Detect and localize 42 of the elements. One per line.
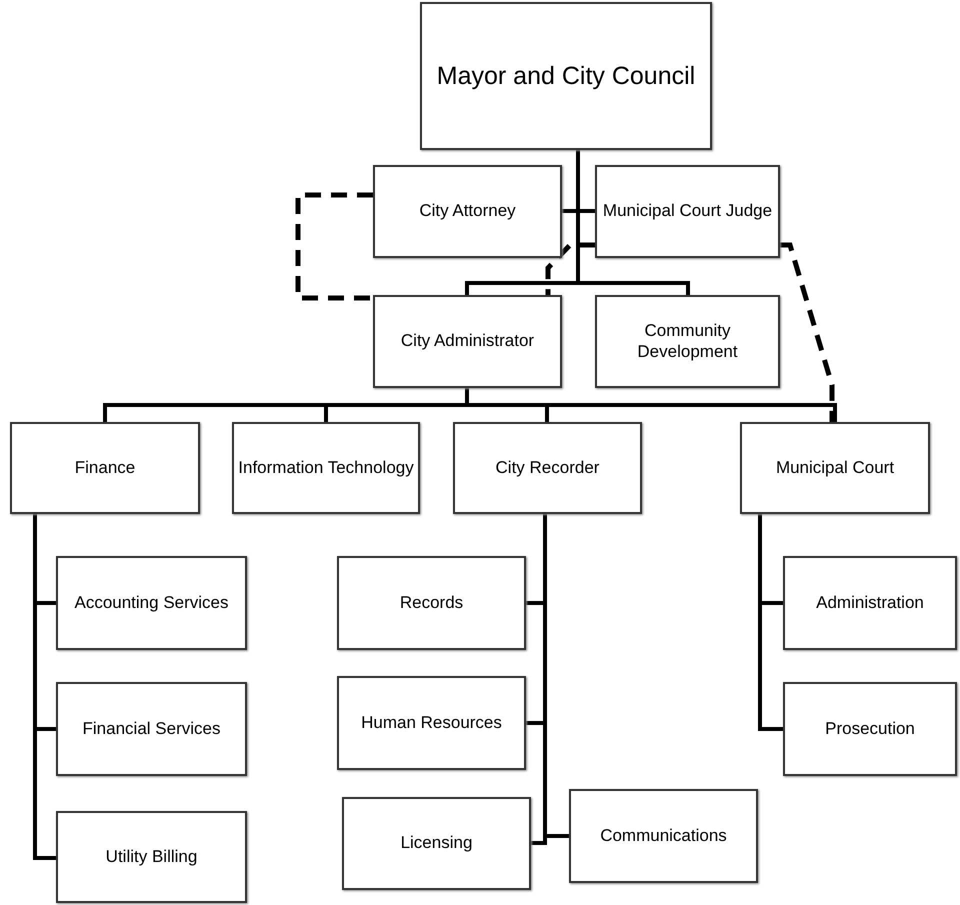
org-box — [56, 556, 247, 650]
connector-line — [33, 514, 56, 860]
org-box — [337, 556, 526, 650]
box-label: Finance — [74, 458, 136, 478]
box-label: City Administrator — [400, 331, 534, 352]
box-label: Municipal Court — [776, 458, 894, 478]
dashed-connector — [546, 242, 595, 295]
org-box — [595, 165, 780, 258]
box-label: Communications — [600, 826, 727, 846]
org-box — [453, 422, 642, 514]
dashed-connector — [296, 192, 373, 300]
org-box — [342, 797, 531, 890]
box-label: Utility Billing — [106, 846, 198, 868]
dashed-connector — [780, 242, 834, 422]
box-label: Human Resources — [361, 712, 502, 734]
connector-line — [543, 514, 569, 838]
box-label: Records — [400, 592, 464, 614]
box-label: Accounting Services — [74, 592, 229, 614]
org-box — [373, 295, 562, 388]
box-label: Administration — [816, 592, 924, 614]
box-label: Information Technology — [238, 458, 414, 478]
connector-line — [465, 388, 837, 422]
box-label: City Recorder — [496, 458, 600, 478]
org-box — [783, 682, 957, 776]
org-box — [595, 295, 780, 388]
org-box — [783, 556, 957, 650]
org-box — [56, 682, 247, 776]
org-box — [373, 165, 562, 258]
org-box — [740, 422, 930, 514]
box-label: Licensing — [400, 833, 472, 854]
box-label: City Attorney — [419, 201, 516, 222]
org-box — [232, 422, 420, 514]
box-label: Mayor and City Council — [436, 61, 696, 91]
box-label: Municipal Court Judge — [602, 201, 772, 222]
box-label: Prosecution — [825, 718, 915, 740]
org-box — [56, 811, 247, 903]
org-box — [569, 789, 758, 883]
org-box — [337, 676, 526, 770]
box-label: Community Development — [636, 321, 739, 362]
box-label: Financial Services — [82, 718, 220, 740]
org-box — [10, 422, 200, 514]
org-box — [420, 2, 712, 150]
